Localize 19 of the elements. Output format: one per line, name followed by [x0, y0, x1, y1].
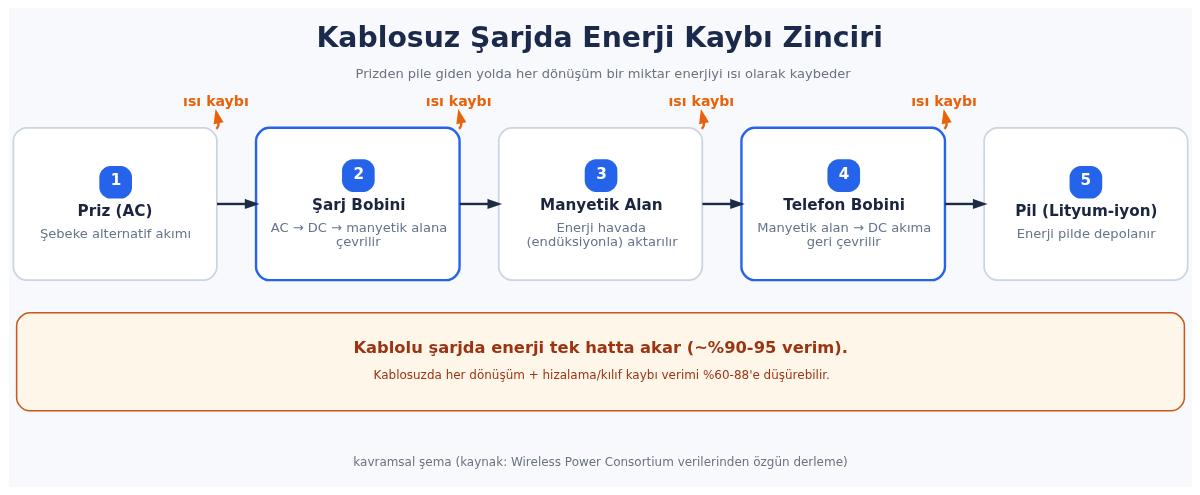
- arrow: [698, 109, 709, 130]
- arrow: [944, 198, 987, 210]
- node-box: 2 Şarj Bobini AC → DC → manyetik alana çevrilir: [254, 126, 461, 282]
- node-box: 1 Priz (AC) Şebeke alternatif akımı: [12, 126, 218, 281]
- arrow: [459, 198, 502, 210]
- arrow: [213, 109, 224, 130]
- caption: Prizden pile giden yolda her dönüşüm bir miktar enerjiyi ısı olarak kaybeder: [355, 66, 851, 82]
- diagram-title: Kablosuz Şarjda Enerji Kaybı Zinciri: [315, 21, 883, 55]
- node-text: ısı kaybı: [182, 93, 249, 110]
- arrow: [701, 198, 745, 210]
- node-box: 3 Manyetik Alan Enerji havada (endüksiyonla) aktarılır: [497, 126, 703, 281]
- label: kavramsal şema (kaynak: Wireless Power Consortium verilerinden özgün derleme): [352, 455, 848, 470]
- node-text: ısı kaybı: [910, 93, 977, 110]
- node-text: ısı kaybı: [668, 93, 734, 110]
- node-box: Kablolu şarjda enerji tek hatta akar (~%90-95 verim). Kablosuzda her dönüşüm + hizalama/kılıf kaybı verimi %60-88'e düşürebilir.: [15, 312, 1185, 412]
- arrow: [216, 198, 259, 210]
- node-text: ısı kaybı: [425, 93, 491, 110]
- node-box: 4 Telefon Bobini Manyetik alan → DC akıma geri çevrilir: [739, 126, 946, 282]
- node-box: 5 Pil (Lityum-iyon) Enerji pilde depolanır: [982, 126, 1188, 281]
